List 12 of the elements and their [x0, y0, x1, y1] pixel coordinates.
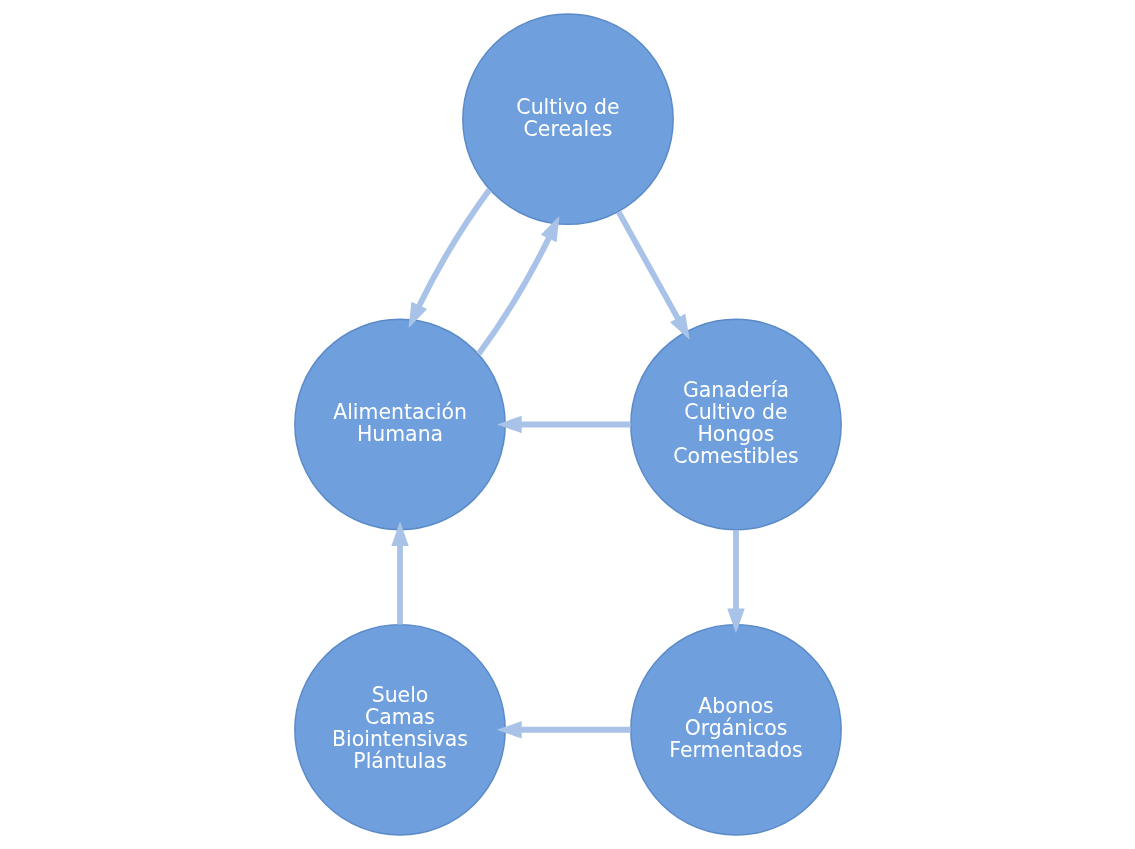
node-circle: Abonos Orgánicos Fermentados: [629, 623, 842, 836]
arrow: [390, 521, 409, 625]
node-circle: Suelo Camas Biointensivas Plántulas: [293, 623, 506, 836]
node-circle: Cultivo de Cereales: [461, 13, 674, 226]
node-circle: Alimentación Humana: [293, 318, 506, 531]
arrow: [496, 721, 631, 739]
arrow: [726, 530, 745, 634]
node-circle: Ganadería Cultivo de Hongos Comestibles: [629, 318, 842, 531]
arrow: [496, 415, 631, 434]
arrow: [615, 210, 690, 340]
arrow: [408, 187, 492, 328]
arrow: [475, 215, 559, 356]
